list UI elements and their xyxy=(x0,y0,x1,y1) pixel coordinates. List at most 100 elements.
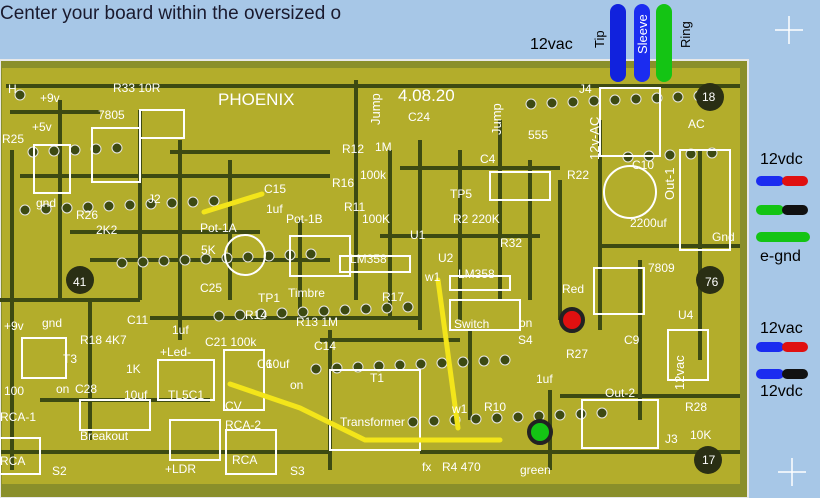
silk-label: S4 xyxy=(518,333,533,347)
silk-label: S2 xyxy=(52,464,67,478)
legend-label-0: 12vdc xyxy=(760,151,803,168)
plug-label: 12vac xyxy=(530,36,573,53)
legend-swatch-red-2 xyxy=(782,342,808,352)
copper-pad xyxy=(457,356,469,368)
silk-label: 10uf xyxy=(124,388,148,402)
component-outline xyxy=(667,329,709,381)
silk-label: 41 xyxy=(73,275,87,289)
component-outlines xyxy=(0,87,731,475)
copper-pad xyxy=(596,407,608,419)
silk-label: R22 xyxy=(567,168,590,182)
silk-label: T3 xyxy=(63,352,78,366)
led-green xyxy=(527,419,553,445)
component-outline xyxy=(33,144,71,194)
component-outline xyxy=(139,109,185,139)
copper-pad xyxy=(158,255,170,267)
silk-label: Switch xyxy=(454,317,490,331)
silk-label: TP1 xyxy=(258,291,281,305)
silk-label: R27 xyxy=(566,347,589,361)
silk-label: 18 xyxy=(702,90,716,104)
silk-label: C15 xyxy=(264,182,287,196)
legend-swatch-red xyxy=(782,176,808,186)
silk-label: RCA xyxy=(0,454,26,468)
silk-label: Breakout xyxy=(80,429,129,443)
copper-pad xyxy=(525,98,537,110)
legend-label-4: 12vdc xyxy=(760,383,803,400)
copper-pad xyxy=(499,354,511,366)
component-outline xyxy=(449,299,521,331)
silk-label: R4 470 xyxy=(442,460,481,474)
copper-pad xyxy=(61,202,73,214)
copper-pad xyxy=(567,96,579,108)
copper-pad xyxy=(381,302,393,314)
component-outline xyxy=(79,399,151,431)
wire-ring-label: Ring xyxy=(678,21,693,48)
mounting-hole xyxy=(696,83,724,111)
copper-pad xyxy=(470,413,482,425)
copper-pad xyxy=(208,195,220,207)
copper-pad xyxy=(82,201,94,213)
mounting-hole xyxy=(66,266,94,294)
wire-sleeve-label: Sleeve xyxy=(635,14,650,54)
silk-label: Pot-1A xyxy=(200,221,237,235)
component-outline-round xyxy=(603,165,657,219)
silk-label: U1 xyxy=(410,228,426,242)
legend-swatch-blue-3 xyxy=(756,369,784,379)
copper-pad xyxy=(415,358,427,370)
led-red xyxy=(559,307,585,333)
silk-label: 5K xyxy=(201,243,216,257)
copper-pad xyxy=(276,307,288,319)
silk-label: R28 xyxy=(685,400,708,414)
component-outline xyxy=(0,437,41,475)
copper-pad xyxy=(200,253,212,265)
silk-label: R32 xyxy=(500,236,523,250)
copper-pads xyxy=(14,83,724,474)
wire-tip-label: Tip xyxy=(592,30,607,48)
silk-label: +9v xyxy=(4,319,24,333)
copper-pad xyxy=(609,94,621,106)
silk-label: 7805 xyxy=(98,108,125,122)
silk-label: S3 xyxy=(290,464,305,478)
copper-pad xyxy=(14,89,26,101)
copper-pad xyxy=(166,197,178,209)
copper-pad xyxy=(103,200,115,212)
component-outline xyxy=(679,149,731,251)
silk-label: +9v xyxy=(40,91,60,105)
silk-label-vertical: Out-1 xyxy=(662,167,677,200)
legend-swatch-black-2 xyxy=(782,369,808,379)
silk-label: C4 xyxy=(480,152,496,166)
copper-pad xyxy=(512,411,524,423)
copper-pad xyxy=(242,251,254,263)
header-title: Center your board within the oversized o xyxy=(0,3,342,24)
component-outline xyxy=(223,349,265,411)
wire-sleeve xyxy=(634,4,650,82)
silk-label: T1 xyxy=(370,371,385,385)
silk-label: C11 xyxy=(127,313,149,327)
silk-label: Red xyxy=(562,282,585,296)
silk-label: 1K xyxy=(126,362,141,376)
silk-label: 1uf xyxy=(172,323,189,337)
wire-tip xyxy=(610,4,626,82)
silk-label: 555 xyxy=(528,128,549,142)
silk-label: RCA xyxy=(232,453,258,467)
copper-pad xyxy=(137,256,149,268)
silk-label-vertical: 12vac xyxy=(672,355,687,390)
silk-label: C14 xyxy=(314,339,337,353)
component-outline xyxy=(225,429,277,475)
copper-pad xyxy=(124,199,136,211)
legend-swatch-green xyxy=(756,205,784,215)
copper-pad xyxy=(588,95,600,107)
component-outline xyxy=(489,171,551,201)
silk-label: +Led- xyxy=(160,345,192,359)
copper-pad xyxy=(436,357,448,369)
silk-label: 1M xyxy=(375,140,392,154)
component-outline xyxy=(157,359,215,401)
component-outline xyxy=(169,419,221,461)
copper-pad xyxy=(407,416,419,428)
jumper-wires xyxy=(201,191,503,443)
silk-label: RCA-2 xyxy=(225,418,262,432)
silk-label: gnd xyxy=(42,316,63,330)
silk-label: R2 220K xyxy=(453,212,500,226)
silk-label: PHOENIX xyxy=(218,90,295,109)
component-outline-round xyxy=(224,234,266,276)
